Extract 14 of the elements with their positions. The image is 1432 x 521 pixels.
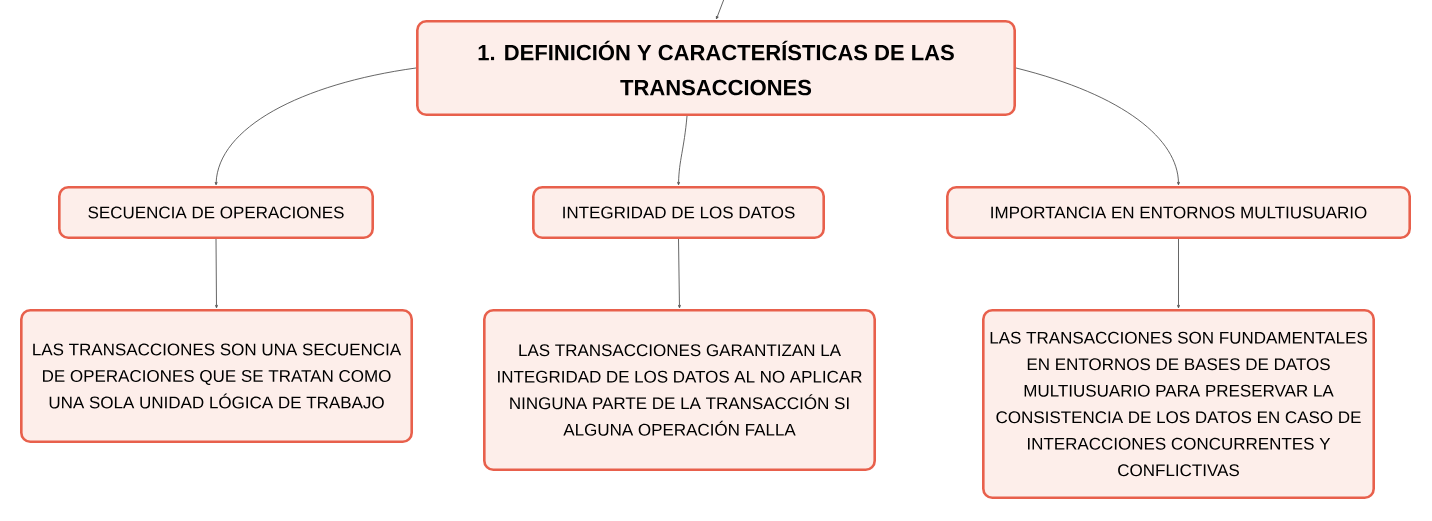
- description-box: LAS TRANSACCIONES GARANTIZAN LA INTEGRIDAD DE LOS DATOS AL NO APLICAR NINGUNA PARTE DE LA TRANSACCIÓN SI ALGUNA OPERACIÓN FALLA: [483, 309, 876, 471]
- connector-arrow: [678, 238, 681, 309]
- topic-box: IMPORTANCIA EN ENTORNOS MULTIUSUARIO: [946, 186, 1411, 239]
- connector-arrow: [677, 115, 688, 186]
- description-box: LAS TRANSACCIONES SON UNA SECUENCIA DE OPERACIONES QUE SE TRATAN COMO UNA SOLA UNIDAD LÓGICA DE TRABAJO: [20, 309, 413, 443]
- topic-box: SECUENCIA DE OPERACIONES: [58, 186, 374, 239]
- description-box: LAS TRANSACCIONES SON FUNDAMENTALES EN ENTORNOS DE BASES DE DATOS MULTIUSUARIO PARA PRESERVAR LA CONSISTENCIA DE LOS DATOS EN CASO DE INTERACCIONES CONCURRENTES Y CONFLICTIVAS: [982, 309, 1375, 499]
- topic-box: INTEGRIDAD DE LOS DATOS: [532, 186, 825, 239]
- title-box: 1. DEFINICIÓN Y CARACTERÍSTICAS DE LAS TRANSACCIONES: [416, 20, 1016, 116]
- incoming-arrow: [715, 0, 725, 20]
- connector-arrow: [1177, 238, 1180, 309]
- connector-arrow: [1015, 67, 1180, 186]
- connector-arrow: [215, 238, 218, 309]
- connector-arrow: [214, 67, 417, 186]
